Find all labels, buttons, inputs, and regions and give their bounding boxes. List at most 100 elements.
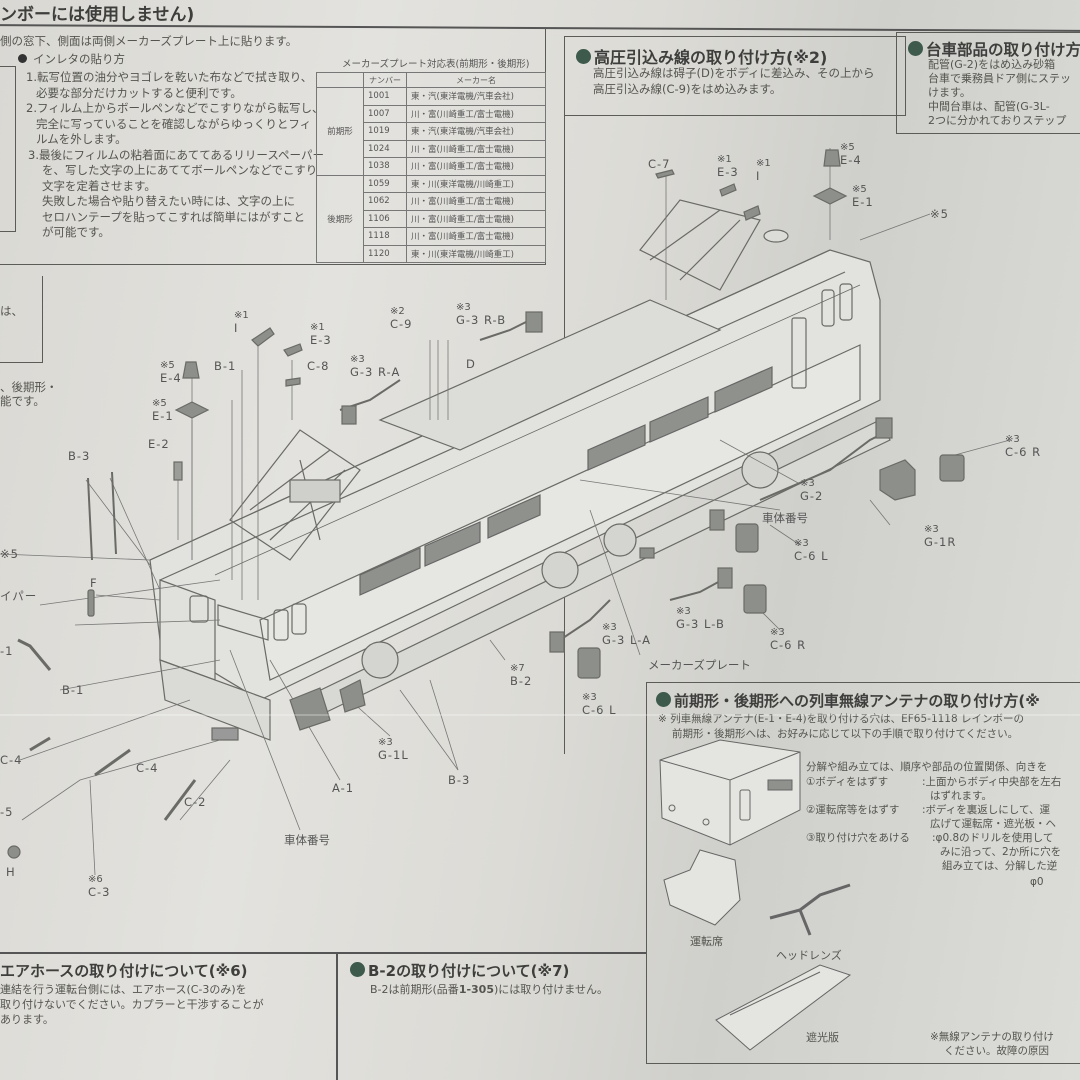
maker-name: 川・富(川崎重工/富士電機) [406,209,546,228]
maker-name: 東・川(東洋電機/川崎重工) [406,174,546,193]
antenna-step-label: ③取り付け穴をあける [806,832,910,844]
decal-step-line: 完全に写っていることを確認しながらゆっくりとフィ [36,116,312,131]
top-banner: ンボーには使用しません) [0,5,195,25]
antenna-step-desc: :φ0.8のドリルを使用してみに沿って、2か所に穴を [932,832,1062,858]
b2-section-body: B-2は前期形(品番1-305)には取り付けません。 [370,982,608,998]
antenna-step-label: ②運転席等をはずす [806,804,900,816]
part-label-b3-bottom: B-3 [448,773,471,787]
maker-number: 1120 [363,244,407,263]
airhose-section-body: 連結を行う運転台側には、エアホース(C-3のみ)を 取り付けないでください。カプ… [0,982,264,1027]
decal-step-line: セロハンテープを貼ってこすれば簡単にはがすこと [42,209,306,224]
antenna-intro: 分解や組み立ては、順序や部品の位置関係、向きを [806,761,1048,773]
b2-product-code: 1-305 [458,983,494,996]
bullet-icon [656,692,671,707]
antenna-steps: 分解や組み立ては、順序や部品の位置関係、向きを ①ボディをはずす :上面からボデ… [806,760,1061,890]
decal-step-line: が可能です。 [42,225,110,239]
maker-number: 1024 [363,139,407,158]
bogie-line: 台車で乗務員ドア側にステッ [928,72,1071,85]
bullet-icon [350,962,365,977]
antenna-note-line: ※ 列車無線アンテナ(E-1・E-4)を取り付ける穴は、EF65-1118 レイ… [658,713,1024,725]
maker-name: 東・川(東洋電機/川崎重工) [406,244,546,263]
decal-step-line: 2.フィルム上からボールペンなどでこすりながら転写し、 [26,101,324,115]
maker-number: 1007 [363,104,407,123]
b2-title-text: B-2の取り付けについて(※7) [368,962,570,980]
left-fragment-b: 、後期形・ [0,380,58,394]
decal-step-line: 失敗した場合や貼り替えたい時には、文字の上に [42,194,295,208]
maker-number: 1062 [363,192,407,211]
bogie-line: 中間台車は、配管(G-3L- [928,100,1050,113]
maker-group-label: 後期形 [316,174,364,263]
part-label-c4-left: C-4 [0,753,23,767]
left-fragment-box [0,276,43,363]
hv-section-title: 高圧引込み線の取り付け方(※2) [576,44,827,68]
maker-name: 川・富(川崎重工/富士電機) [406,139,546,158]
bullet-icon [18,54,27,63]
drill-label: φ0 [1030,875,1044,888]
maker-name: 川・富(川崎重工/富士電機) [406,192,546,211]
body-number-right-label: 車体番号 [762,511,808,525]
bogie-title-text: 台車部品の取り付け方 [926,41,1080,59]
hv-title-text: 高圧引込み線の取り付け方(※2) [594,48,828,67]
maker-number: 1019 [363,122,407,141]
part-label-cab: 運転席 [690,935,723,948]
maker-group-label: 前期形 [316,87,364,176]
maker-name: 川・富(川崎重工/富士電機) [406,104,546,123]
bogie-line: けます。 [928,86,971,99]
maker-name: 川・富(川崎重工/富士電機) [406,157,546,176]
antenna-footer-line: ※無線アンテナの取り付け [930,1031,1054,1043]
part-label-h: H [6,865,16,879]
decal-step-line: 3.最後にフィルムの粘着面にあててあるリリースペーパー [28,147,324,162]
maker-name: 川・富(川崎重工/富士電機) [406,227,546,246]
antenna-step: ①ボディをはずす :上面からボディ中央部を左右はずれます。 [806,775,1061,803]
bogie-line: 2つに分かれておりステップ [928,114,1067,127]
part-label-b3-left: B-3 [68,449,91,463]
airhose-line: 取り付けないでください。カプラーと干渉することが [0,998,264,1011]
maker-table-header: メーカー名 [406,72,546,88]
maker-number: 1059 [363,174,407,193]
decal-steps: 1.転写位置の油分やヨゴレを乾いた布などで拭き取り、 必要な部分だけカットすると… [26,70,324,241]
left-fragment-a: は、 [0,304,23,318]
maker-number: 1106 [363,209,407,228]
part-label-a1: A-1 [332,781,355,795]
hv-lower-frame [564,114,1080,754]
part-label-d: D [466,357,476,371]
part-label-headlens: ヘッドレンズ [776,949,842,962]
antenna-step: ②運転席等をはずす :ボディを裏返しにして、運広げて運転席・遮光板・ヘ [806,803,1061,831]
part-label-c5: -5 [0,805,14,819]
left-edge-label: -1 [0,644,14,658]
bogie-line: 配管(G-2)をはめ込み砂箱 [928,58,1056,71]
antenna-footer: ※無線アンテナの取り付け ください。故障の原因 [930,1030,1054,1058]
hv-line: 高圧引込み線は碍子(D)をボディに差込み、その上から [593,66,875,80]
antenna-section-title: 前期形・後期形への列車無線アンテナの取り付け方(※ [656,690,1040,711]
b2-line-prefix: B-2は前期形(品番 [370,983,459,996]
part-label-b1-bottom: B-1 [62,683,85,697]
bogie-section-body: 配管(G-2)をはめ込み砂箱 台車で乗務員ドア側にステッ けます。 中間台車は、… [928,58,1071,128]
wiper-label: イパー [0,589,38,603]
decal-subheading-text: インレタの貼り方 [33,52,125,66]
part-label-shade: 遮光版 [806,1031,839,1044]
maker-name: 東・汽(東洋電機/汽車会社) [406,87,546,106]
bogie-section-title: 台車部品の取り付け方 [908,38,1080,60]
airhose-section-title: エアホースの取り付けについて(※6) [0,962,248,980]
airhose-line: あります。 [0,1013,54,1026]
maker-number: 1038 [363,157,407,176]
part-label-c2: C-2 [184,795,207,809]
bottom-rule [0,952,646,954]
b2-line-suffix: )には取り付けません。 [494,983,608,996]
maker-table-header [316,72,364,88]
part-label-note5-left: ※5 [0,547,19,561]
body-number-bottom-label: 車体番号 [284,833,330,847]
bottom-divider [336,952,338,1080]
decal-step-line: ルムを外します。 [36,132,127,146]
